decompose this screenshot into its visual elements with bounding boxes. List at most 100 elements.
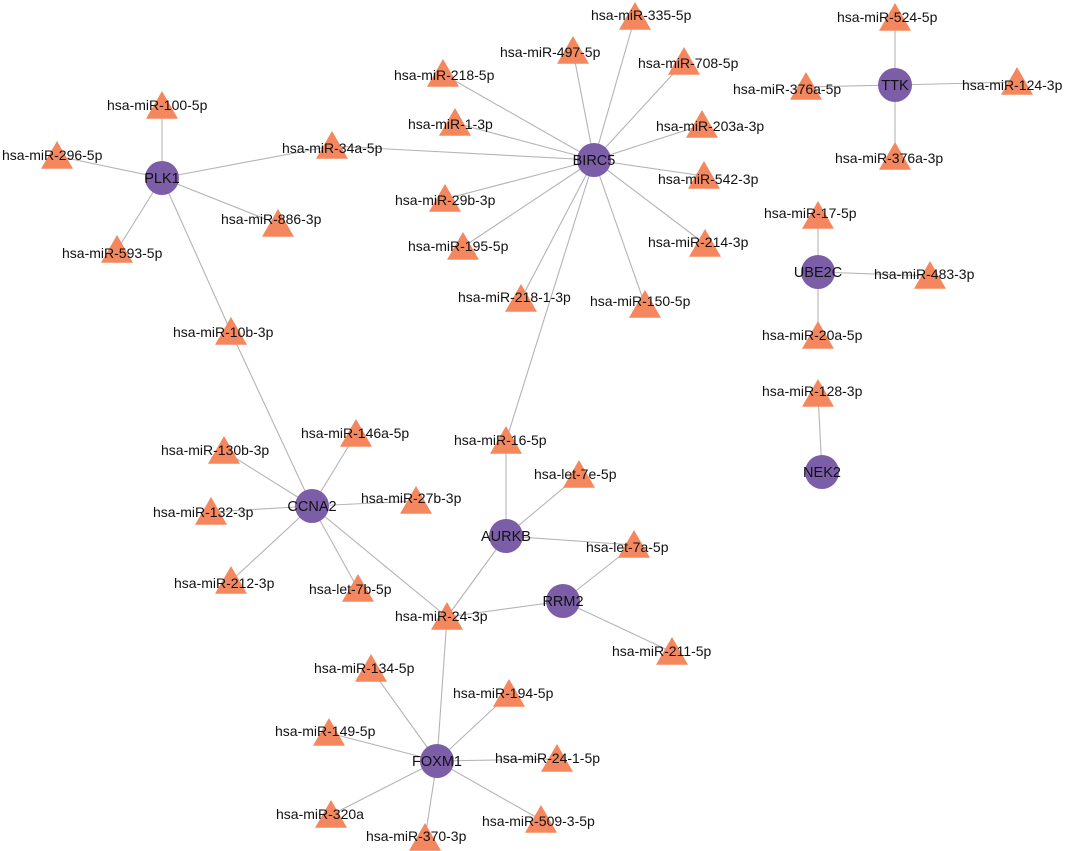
mirna-node-m100[interactable] <box>146 91 178 119</box>
mirna-node-m376a3[interactable] <box>879 142 911 170</box>
mirna-label: hsa-miR-132-3p <box>153 504 254 520</box>
mirna-node-m212[interactable] <box>215 566 247 594</box>
mirna-node-m150[interactable] <box>629 290 661 318</box>
edge-BIRC5-m335 <box>593 16 636 161</box>
gene-label: AURKB <box>481 529 531 545</box>
mirna-label: hsa-miR-214-3p <box>648 234 749 250</box>
mirna-label: hsa-miR-593-5p <box>62 245 163 261</box>
mirna-label: hsa-miR-296-5p <box>2 147 103 163</box>
mirna-label: hsa-miR-24-3p <box>395 608 488 624</box>
edge-FOXM1-m241 <box>436 758 558 762</box>
edge-FOXM1-m320a <box>330 760 438 816</box>
mirna-node-m370[interactable] <box>409 823 441 851</box>
gene-node-rrm2[interactable] <box>546 584 580 618</box>
mirna-node-m214[interactable] <box>689 229 721 257</box>
gene-node-birc5[interactable] <box>577 143 611 177</box>
mirna-node-m27b[interactable] <box>400 486 432 514</box>
edge-CCNA2-m212 <box>230 505 313 582</box>
mirna-label: hsa-miR-370-3p <box>366 828 467 844</box>
mirna-node-m524[interactable] <box>879 3 911 31</box>
mirna-node-m10b[interactable] <box>215 317 247 345</box>
mirna-node-m376a5[interactable] <box>790 72 822 100</box>
gene-label: NEK2 <box>803 465 841 481</box>
gene-node-plk1[interactable] <box>145 161 179 195</box>
gene-label: UBE2C <box>794 265 842 281</box>
gene-node-ube2c[interactable] <box>801 255 835 289</box>
mirna-node-m149[interactable] <box>313 718 345 746</box>
edge-CCNA2-m24 <box>311 505 448 618</box>
mirna-label: hsa-miR-134-5p <box>314 660 415 676</box>
mirna-node-m335[interactable] <box>619 2 651 30</box>
mirna-label: hsa-miR-100-5p <box>107 97 208 113</box>
edge-BIRC5-m708 <box>593 61 685 161</box>
edge-BIRC5-m542 <box>593 159 705 177</box>
edge-BIRC5-m195 <box>462 159 595 248</box>
mirna-node-m16[interactable] <box>490 426 522 454</box>
mirna-node-m218[interactable] <box>427 59 459 87</box>
edge-BIRC5-m29b <box>444 159 595 200</box>
gene-label: BIRC5 <box>573 153 616 169</box>
mirna-node-m241[interactable] <box>541 744 573 772</box>
mirna-label: hsa-miR-212-3p <box>174 575 275 591</box>
gene-label: RRM2 <box>542 594 583 610</box>
mirna-label: hsa-miR-524-5p <box>837 9 938 25</box>
edge-FOXM1-m509 <box>436 760 542 821</box>
mirna-node-m195[interactable] <box>447 232 479 260</box>
edge-UBE2C-m483 <box>817 271 931 277</box>
mirna-label: hsa-miR-218-1-3p <box>458 289 571 305</box>
mirna-node-let7a[interactable] <box>618 530 650 558</box>
mirna-node-m296[interactable] <box>41 141 73 169</box>
mirna-label: hsa-let-7e-5p <box>534 466 617 482</box>
mirna-node-m497[interactable] <box>557 36 589 64</box>
mirna-node-m130b[interactable] <box>208 436 240 464</box>
mirna-node-m194[interactable] <box>493 679 525 707</box>
mirna-node-m708[interactable] <box>668 47 700 75</box>
edge-BIRC5-m214 <box>593 159 706 245</box>
mirna-node-m34a[interactable] <box>316 131 348 159</box>
mirna-node-m1[interactable] <box>439 108 471 136</box>
edge-FOXM1-m134 <box>370 668 438 762</box>
mirna-node-m211[interactable] <box>656 637 688 665</box>
mirna-label: hsa-miR-124-3p <box>962 77 1063 93</box>
edge-BIRC5-m2181 <box>520 159 595 300</box>
mirna-node-m146a[interactable] <box>340 419 372 447</box>
mirna-node-m320a[interactable] <box>315 800 347 828</box>
edge-PLK1-m10b <box>161 177 232 333</box>
mirna-node-m542[interactable] <box>688 161 720 189</box>
edge-TTK-m124 <box>894 81 1018 86</box>
edge-BIRC5-m34a <box>331 145 595 161</box>
mirna-node-m128[interactable] <box>802 379 834 407</box>
mirna-node-m203[interactable] <box>686 110 718 138</box>
mirna-node-m2181[interactable] <box>505 284 537 312</box>
mirna-label: hsa-miR-218-5p <box>394 67 495 83</box>
edge-AURKB-let7a <box>505 535 635 546</box>
edge-BIRC5-m203 <box>593 124 703 161</box>
gene-node-nek2[interactable] <box>805 455 839 489</box>
mirna-node-m593[interactable] <box>101 235 133 263</box>
mirna-label: hsa-miR-1-3p <box>408 116 493 132</box>
edge-BIRC5-m218 <box>442 73 595 161</box>
mirna-label: hsa-miR-34a-5p <box>282 140 383 156</box>
mirna-label: hsa-miR-886-3p <box>221 211 322 227</box>
mirna-node-m24[interactable] <box>431 602 463 630</box>
gene-node-aurkb[interactable] <box>489 519 523 553</box>
mirna-label: hsa-miR-149-5p <box>275 723 376 739</box>
mirna-node-m509[interactable] <box>525 805 557 833</box>
mirna-node-m134[interactable] <box>355 654 387 682</box>
mirna-node-m20a[interactable] <box>802 321 834 349</box>
mirna-node-m483[interactable] <box>914 261 946 289</box>
mirna-node-m886[interactable] <box>262 209 294 237</box>
mirna-node-let7b[interactable] <box>342 574 374 602</box>
mirna-label: hsa-miR-20a-5p <box>762 327 863 343</box>
mirna-node-m132[interactable] <box>195 497 227 525</box>
mirna-node-m17[interactable] <box>802 201 834 229</box>
mirna-node-m29b[interactable] <box>429 184 461 212</box>
mirna-node-let7e[interactable] <box>563 460 595 488</box>
gene-node-ccna2[interactable] <box>295 489 329 523</box>
mirna-node-m124[interactable] <box>1001 67 1033 95</box>
gene-node-ttk[interactable] <box>878 68 912 102</box>
gene-node-foxm1[interactable] <box>420 744 454 778</box>
mirna-label: hsa-miR-27b-3p <box>361 490 462 506</box>
mirna-label: hsa-miR-10b-3p <box>173 324 274 340</box>
edge-PLK1-m886 <box>161 177 279 225</box>
